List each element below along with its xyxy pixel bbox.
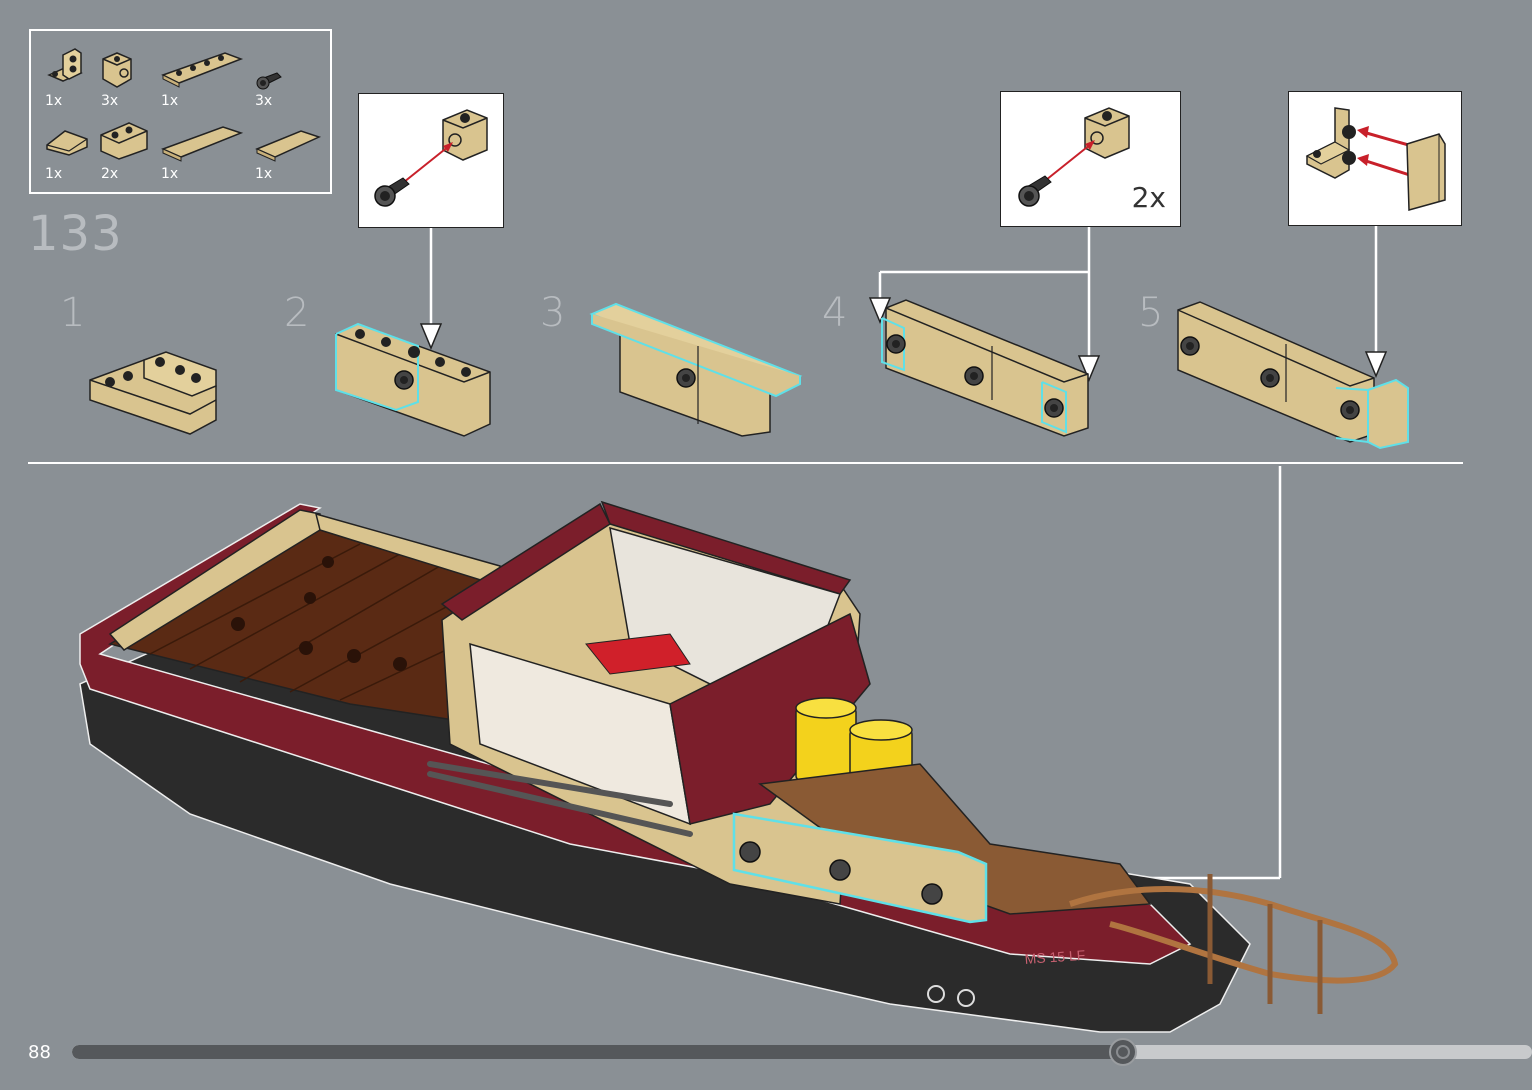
section-divider <box>28 462 1463 464</box>
progress-knob[interactable] <box>1109 1038 1137 1066</box>
substep-3-assembly <box>590 300 804 440</box>
substep-label-1: 1 <box>60 290 85 336</box>
page-number: 88 <box>28 1042 51 1063</box>
substep-5-assembly <box>1174 298 1414 454</box>
boat-model-illustration: MS 15 LF <box>70 484 1410 1044</box>
substep-label-3: 3 <box>540 290 565 336</box>
substep-4-assembly <box>876 296 1094 440</box>
substep-label-5: 5 <box>1138 290 1163 336</box>
progress-fill <box>72 1045 1123 1059</box>
substep-2-assembly <box>334 320 494 440</box>
substep-1-assembly <box>88 350 220 440</box>
substep-label-2: 2 <box>284 290 309 336</box>
substep-label-4: 4 <box>822 290 847 336</box>
progress-bar <box>72 1045 1532 1059</box>
